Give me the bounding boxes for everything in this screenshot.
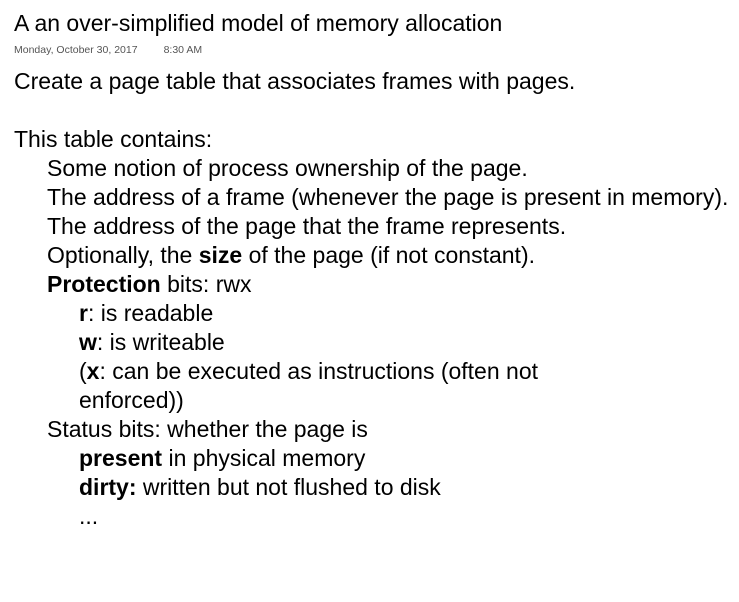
size-bold: size [198,242,243,268]
w-bold: w [79,329,97,355]
protection-r: r: is readable [14,299,736,328]
list-item-size: Optionally, the size of the page (if not… [14,241,736,270]
size-suffix: of the page (if not constant). [242,242,535,268]
protection-suffix: bits: rwx [160,271,252,297]
note-timestamp: Monday, October 30, 2017 8:30 AM [14,43,736,57]
list-item-protection: Protection bits: rwx [14,270,736,299]
contains-heading: This table contains: [14,126,213,152]
note-time: 8:30 AM [163,44,203,56]
protection-w: w: is writeable [14,328,736,357]
intro-text: Create a page table that associates fram… [14,68,576,94]
blank-line [14,96,736,125]
status-present: present in physical memory [14,444,736,473]
protection-bold: Protection [47,271,161,297]
list-item-ownership: Some notion of process ownership of the … [47,155,528,181]
status-heading: Status bits: whether the page is [47,416,368,442]
r-text: : is readable [87,300,214,326]
list-item-page-address: The address of the page that the frame r… [47,213,567,239]
note-date: Monday, October 30, 2017 [14,44,138,56]
list-item-frame-address: The address of a frame (whenever the pag… [47,184,729,210]
present-text: in physical memory [162,445,366,471]
status-ellipsis: ... [79,503,99,529]
r-bold: r [79,300,88,326]
x-prefix: ( [79,358,87,384]
x-bold: x [86,358,100,384]
w-text: : is writeable [96,329,225,355]
note-title: A an over-simplified model of memory all… [14,10,503,36]
dirty-bold: dirty: [79,474,137,500]
status-dirty: dirty: written but not flushed to disk [14,473,736,502]
dirty-text: written but not flushed to disk [136,474,441,500]
note-page: A an over-simplified model of memory all… [14,8,736,531]
note-body: Create a page table that associates fram… [14,67,736,531]
present-bold: present [79,445,163,471]
x-text: : can be executed as instructions (often… [79,358,539,413]
protection-x: (x: can be executed as instructions (oft… [14,357,639,415]
size-prefix: Optionally, the [47,242,199,268]
